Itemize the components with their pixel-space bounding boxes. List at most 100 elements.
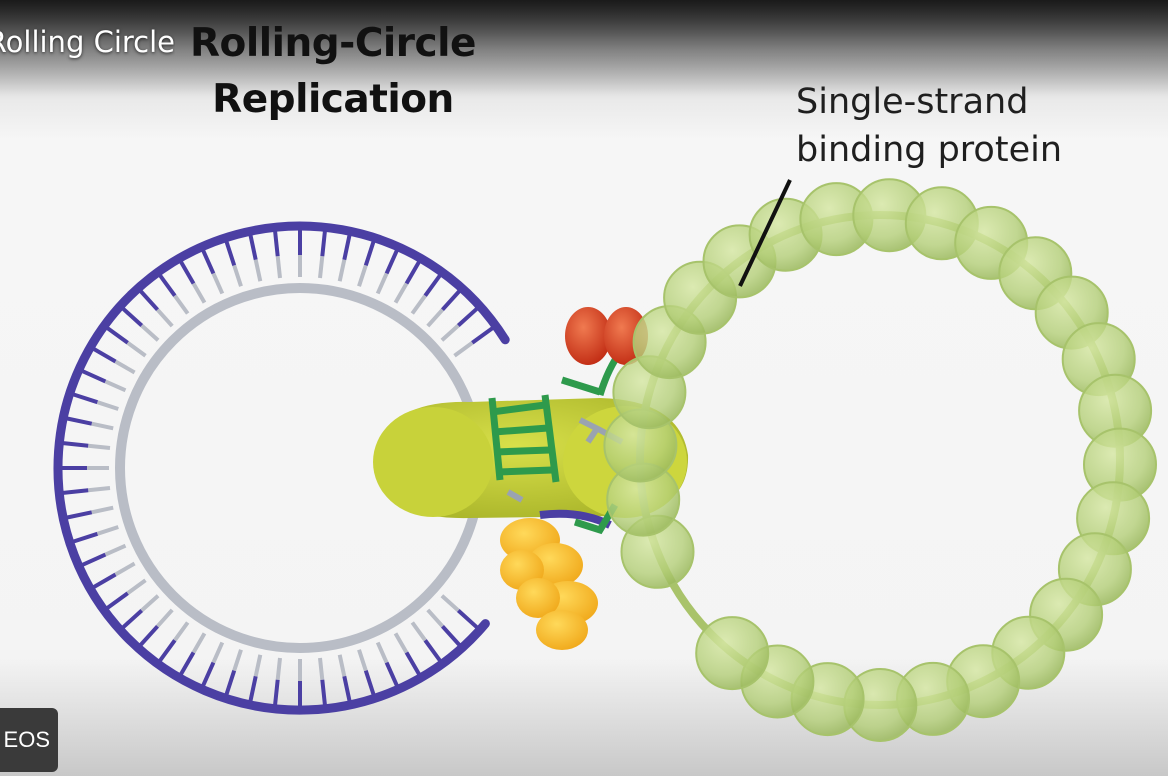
more-videos-button[interactable]: EOS bbox=[0, 708, 58, 772]
rung-outer bbox=[66, 510, 93, 520]
ssb-label: Single-strand binding protein bbox=[796, 78, 1136, 174]
rung-outer bbox=[404, 260, 421, 285]
top-overlay bbox=[0, 0, 1168, 100]
rung-outer bbox=[273, 231, 280, 257]
rung-outer bbox=[363, 669, 376, 696]
rung-outer bbox=[179, 651, 196, 676]
rung-inner bbox=[410, 621, 427, 642]
rung-outer bbox=[320, 679, 327, 705]
rung-inner bbox=[357, 264, 368, 287]
rung-outer bbox=[363, 240, 376, 267]
single-strand-loop bbox=[603, 178, 1157, 742]
ssb-label-line2: binding protein bbox=[796, 130, 1063, 170]
rung-outer bbox=[273, 679, 280, 705]
rung-outer bbox=[72, 531, 99, 544]
rung-inner bbox=[318, 657, 325, 681]
rung-inner bbox=[114, 561, 136, 577]
rung-outer bbox=[63, 488, 89, 495]
helicase bbox=[500, 518, 598, 650]
rung-inner bbox=[337, 654, 347, 677]
rung-outer bbox=[72, 392, 99, 405]
rung-outer bbox=[139, 624, 159, 647]
polymerase-left-lobe bbox=[373, 407, 493, 517]
rung-outer bbox=[139, 289, 159, 312]
rung-outer bbox=[92, 347, 117, 364]
rung-inner bbox=[410, 294, 427, 315]
rung-inner bbox=[140, 324, 160, 342]
rung-outer bbox=[441, 624, 461, 647]
rung-outer bbox=[342, 675, 352, 702]
rung-inner bbox=[253, 654, 263, 677]
rung-inner bbox=[453, 341, 474, 358]
rung-inner bbox=[211, 272, 225, 295]
rung-inner bbox=[87, 443, 111, 450]
rung-outer bbox=[201, 249, 216, 275]
rung-inner bbox=[191, 282, 207, 304]
rung-inner bbox=[104, 379, 127, 393]
rung-outer bbox=[384, 249, 399, 275]
rung-outer bbox=[342, 234, 352, 261]
rung-inner bbox=[357, 649, 368, 672]
rung-outer bbox=[201, 661, 216, 687]
rung-outer bbox=[106, 326, 129, 345]
rung-inner bbox=[87, 486, 111, 493]
rung-inner bbox=[211, 641, 225, 664]
rung-outer bbox=[320, 231, 327, 257]
rung-outer bbox=[92, 572, 117, 589]
rung-outer bbox=[158, 639, 177, 662]
rung-outer bbox=[224, 669, 237, 696]
more-videos-label: EOS bbox=[3, 727, 50, 752]
rung-inner bbox=[393, 632, 409, 654]
rung-inner bbox=[393, 282, 409, 304]
rung-inner bbox=[375, 641, 389, 664]
rung-outer bbox=[158, 274, 177, 297]
rung-outer bbox=[121, 307, 144, 327]
rung-inner bbox=[318, 255, 325, 279]
rung-inner bbox=[91, 505, 114, 515]
base-pair-rungs bbox=[62, 230, 494, 706]
rung-outer bbox=[423, 639, 442, 662]
rung-outer bbox=[224, 240, 237, 267]
rung-outer bbox=[248, 234, 258, 261]
rung-outer bbox=[456, 609, 479, 629]
rung-outer bbox=[81, 369, 107, 384]
rung-outer bbox=[471, 326, 494, 345]
video-title[interactable]: Rolling Circle bbox=[0, 20, 175, 64]
rung-outer bbox=[66, 416, 93, 426]
rung-inner bbox=[126, 578, 147, 595]
rung-inner bbox=[426, 608, 444, 628]
rung-inner bbox=[104, 543, 127, 557]
rung-inner bbox=[232, 264, 243, 287]
rung-inner bbox=[96, 525, 119, 536]
rung-inner bbox=[232, 649, 243, 672]
ssb-pointer-line bbox=[738, 179, 792, 287]
rung-inner bbox=[173, 294, 190, 315]
rung-inner bbox=[140, 594, 160, 612]
rung-outer bbox=[106, 591, 129, 610]
rung-outer bbox=[441, 289, 461, 312]
rung-outer bbox=[384, 661, 399, 687]
rung-inner bbox=[126, 341, 147, 358]
diagram-title-line1: Rolling-Circle bbox=[190, 21, 476, 66]
rung-inner bbox=[275, 657, 282, 681]
rung-inner bbox=[156, 608, 174, 628]
rung-outer bbox=[179, 260, 196, 285]
rung-inner bbox=[156, 308, 174, 328]
rung-inner bbox=[96, 400, 119, 411]
diagram-title: Rolling-Circle Replication bbox=[178, 16, 488, 128]
diagram-title-line2: Replication bbox=[212, 77, 454, 122]
rung-outer bbox=[248, 675, 258, 702]
ssb-beads bbox=[603, 178, 1157, 742]
ssb-label-line1: Single-strand bbox=[796, 82, 1029, 122]
video-title-text: Rolling Circle bbox=[0, 25, 175, 59]
rung-inner bbox=[426, 308, 444, 328]
rung-outer bbox=[423, 274, 442, 297]
new-strand-fork bbox=[488, 358, 619, 483]
rung-inner bbox=[173, 621, 190, 642]
rung-inner bbox=[253, 259, 263, 282]
rung-outer bbox=[404, 651, 421, 676]
ssb-bead bbox=[695, 616, 770, 691]
rung-inner bbox=[191, 632, 207, 654]
